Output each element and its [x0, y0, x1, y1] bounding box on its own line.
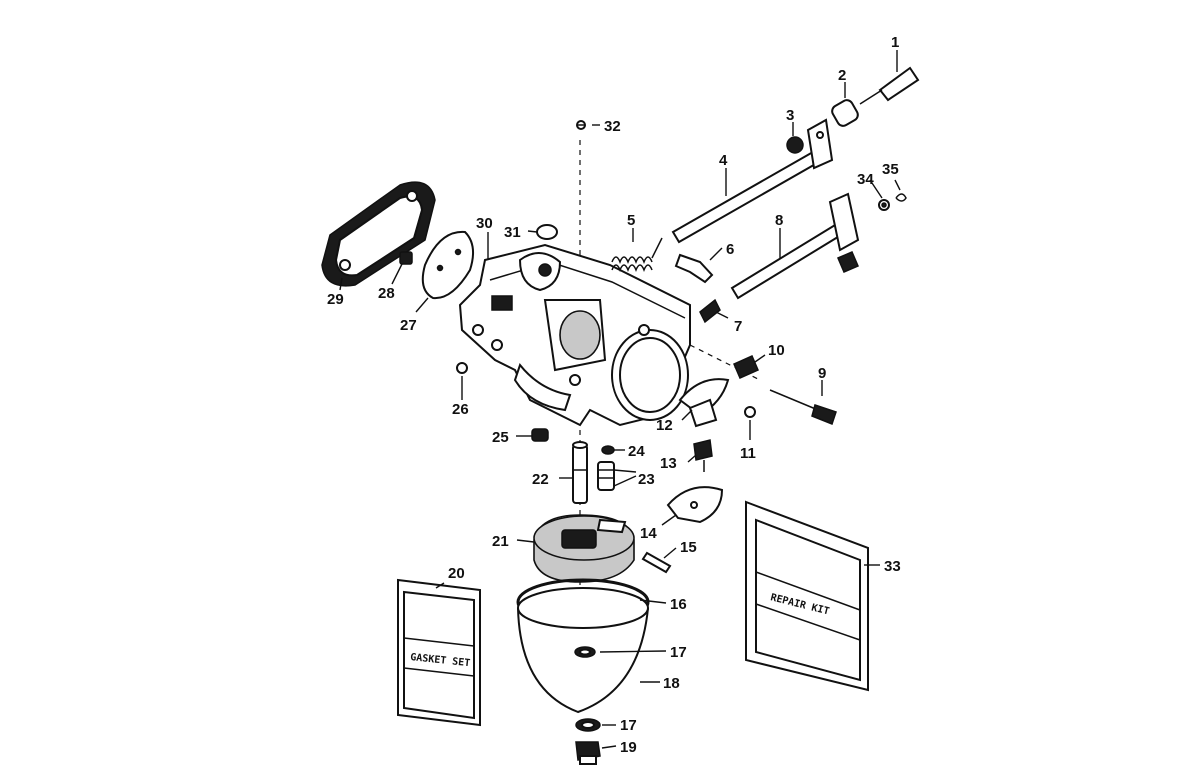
- callout-17-lower: 17: [620, 717, 637, 734]
- part-31-plug: [536, 224, 558, 240]
- part-10-spring: [733, 355, 759, 379]
- callout-25: 25: [492, 429, 509, 446]
- callout-33: 33: [884, 558, 901, 575]
- callout-17-upper: 17: [670, 644, 687, 661]
- part-7-spring: [699, 298, 721, 324]
- callout-5: 5: [627, 212, 635, 229]
- callout-29: 29: [327, 291, 344, 308]
- part-18-float-bowl: [517, 587, 649, 714]
- callout-22: 22: [532, 471, 549, 488]
- callout-3: 3: [786, 107, 794, 124]
- callout-11: 11: [740, 445, 756, 462]
- callout-21: 21: [492, 533, 509, 550]
- callout-18: 18: [663, 675, 680, 692]
- leader-lines: [339, 50, 901, 749]
- callout-26: 26: [452, 401, 469, 418]
- part-17-washer-upper: [574, 646, 596, 658]
- part-19-drain-plug: [575, 741, 601, 765]
- part-17-washer-lower: [575, 718, 601, 732]
- part-3-nut: [786, 136, 804, 154]
- part-11-screw: [744, 406, 756, 418]
- part-35-clip: [895, 193, 907, 202]
- part-34-washer: [878, 199, 890, 211]
- callout-labels: 1 2 3 4 5 6 7 8 9 10 11 12 13 14 15 16 1…: [327, 34, 901, 756]
- part-4-throttle-shaft: [671, 118, 834, 244]
- callout-30: 30: [476, 215, 493, 232]
- part-32-ball: [576, 120, 586, 130]
- callout-15: 15: [680, 539, 697, 556]
- callout-31: 31: [504, 224, 521, 241]
- part-29-mounting-gasket: [321, 181, 436, 287]
- part-9-idle-screw: [769, 389, 837, 425]
- part-21-float: [533, 514, 635, 583]
- callout-1: 1: [891, 34, 899, 51]
- callout-13: 13: [660, 455, 677, 472]
- callout-6: 6: [726, 241, 734, 258]
- part-1-screw: [859, 66, 920, 105]
- part-33-repair-kit: REPAIR KIT: [745, 500, 869, 692]
- callout-16: 16: [670, 596, 687, 613]
- callout-27: 27: [400, 317, 417, 334]
- callout-4: 4: [719, 152, 728, 169]
- part-30-carburetor-body: [458, 243, 691, 427]
- part-15-pin: [641, 551, 672, 574]
- part-14-bracket: [666, 486, 724, 524]
- callout-12: 12: [656, 417, 673, 434]
- callout-19: 19: [620, 739, 637, 756]
- part-5-spring: [611, 237, 663, 273]
- part-27-flange-plate: [421, 230, 475, 300]
- part-20-gasket-set: GASKET SET: [397, 578, 481, 727]
- part-28-screw: [399, 251, 413, 265]
- part-8-choke-shaft: [730, 192, 860, 300]
- part-12-choke-plate: [678, 378, 730, 428]
- callout-35: 35: [882, 161, 899, 178]
- part-23-needle-seat: [597, 461, 615, 491]
- part-26-screw: [456, 362, 468, 374]
- part-6-lever: [674, 253, 714, 284]
- part-13-spring: [693, 439, 713, 472]
- callout-10: 10: [768, 342, 785, 359]
- callout-32: 32: [604, 118, 621, 135]
- callout-14: 14: [640, 525, 657, 542]
- callout-34: 34: [857, 171, 874, 188]
- callout-24: 24: [628, 443, 645, 460]
- callout-2: 2: [838, 67, 846, 84]
- part-22-main-jet: [572, 441, 588, 504]
- callout-8: 8: [775, 212, 783, 229]
- callout-23: 23: [638, 471, 655, 488]
- callout-7: 7: [734, 318, 742, 335]
- callout-20: 20: [448, 565, 465, 582]
- callout-9: 9: [818, 365, 826, 382]
- part-2-bushing: [831, 99, 859, 127]
- callout-28: 28: [378, 285, 395, 302]
- choke-axis-line: [689, 344, 761, 381]
- part-24-washer: [601, 445, 615, 455]
- part-25-plug: [531, 428, 549, 442]
